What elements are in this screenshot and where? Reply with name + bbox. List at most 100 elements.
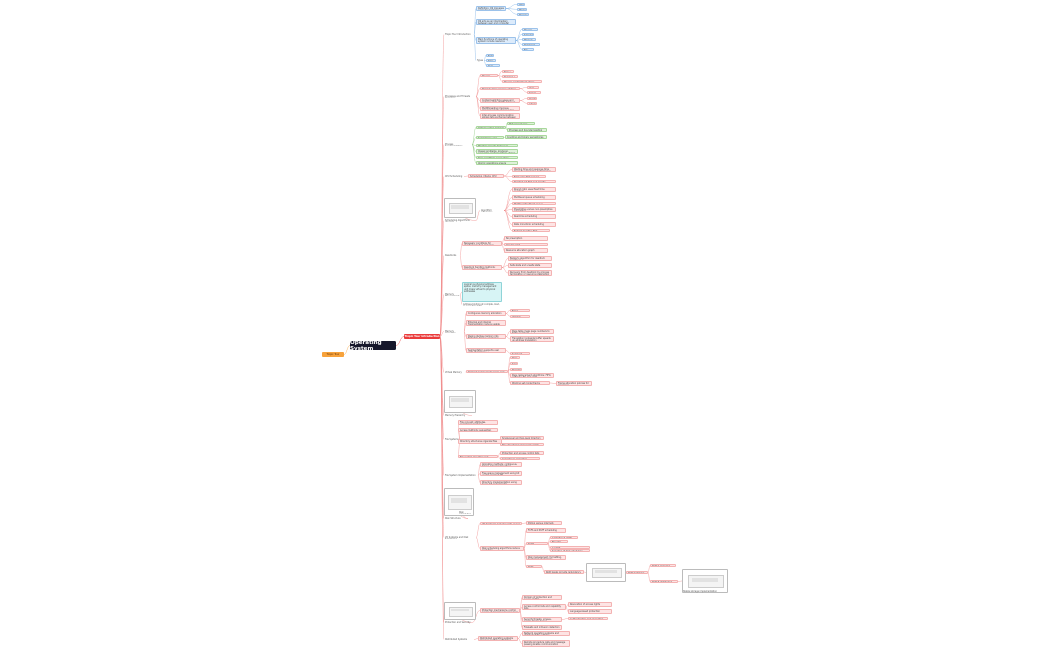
topic-node[interactable]: Demand paging loads pages only when need… bbox=[466, 370, 508, 374]
topic-node[interactable]: Selection of disk scheduling algorithm d… bbox=[550, 549, 590, 553]
topic-node[interactable]: Real-time scheduling bbox=[512, 214, 556, 219]
topic-node[interactable]: Context switching saves and restores sta… bbox=[480, 98, 520, 103]
topic-node[interactable]: Scheduling Algorithms diagram bbox=[445, 219, 470, 222]
topic-node[interactable]: Safe state and unsafe state bbox=[508, 263, 552, 268]
topic-node[interactable]: Access methods: sequential, direct and i… bbox=[458, 428, 498, 432]
topic-node[interactable]: No preemption bbox=[504, 236, 548, 241]
topic-node[interactable]: Protection and access control lists bbox=[500, 451, 544, 455]
topic-node[interactable]: Disk management: formatting, boot block,… bbox=[526, 555, 566, 560]
topic-node[interactable]: Network operating systems and distribute… bbox=[522, 631, 570, 636]
topic-node[interactable]: Consistency semantics bbox=[500, 457, 540, 461]
side-topic-node[interactable]: Tropic Tour bbox=[322, 352, 344, 357]
topic-node[interactable]: Memory Allocation bbox=[445, 330, 456, 333]
topic-node[interactable]: Firewalls and intrusion detection bbox=[522, 625, 562, 630]
topic-node[interactable]: New / Ready bbox=[502, 70, 514, 74]
topic-image[interactable] bbox=[444, 602, 476, 620]
topic-node[interactable]: Mutual exclusion bbox=[507, 122, 535, 126]
topic-node[interactable]: Latency bbox=[527, 102, 537, 106]
topic-node[interactable]: Algorithm categories bbox=[481, 209, 492, 212]
topic-node[interactable]: Shortest job first and priority scheduli… bbox=[512, 180, 556, 184]
topic-node[interactable]: RAID levels provide redundancy and perfo… bbox=[544, 570, 584, 574]
topic-image[interactable] bbox=[444, 488, 474, 516]
topic-node[interactable]: Thrashing bbox=[510, 368, 522, 372]
topic-node[interactable]: Contiguous memory allocation bbox=[466, 311, 506, 316]
topic-node[interactable]: User threads bbox=[527, 86, 539, 90]
topic-node[interactable]: Monitors provide high-level synchronizat… bbox=[476, 144, 518, 148]
topic-node[interactable]: First-come first-served bbox=[512, 175, 546, 179]
topic-node[interactable]: Allocation methods: contiguous, linked, … bbox=[480, 462, 522, 467]
topic-node[interactable]: Logical vs physical address space; memor… bbox=[462, 282, 502, 302]
topic-node[interactable]: Disk scheduling bbox=[459, 511, 471, 514]
topic-node[interactable]: Necessary conditions for deadlock: mutua… bbox=[462, 241, 502, 246]
topic-node[interactable]: RAID 0 striping bbox=[626, 571, 648, 575]
topic-node[interactable]: Counting and binary semaphores used to c… bbox=[505, 135, 547, 139]
topic-node[interactable]: Waiting time and response time measure s… bbox=[512, 167, 556, 172]
topic-node[interactable]: Semaphores and mutex locks bbox=[476, 136, 504, 140]
topic-node[interactable]: Memory control bbox=[522, 38, 536, 42]
topic-node[interactable]: Disk Structure bbox=[445, 517, 461, 520]
topic-node[interactable]: Paging divides memory into fixed-size fr… bbox=[466, 334, 506, 339]
topic-node[interactable]: Distributed operating systems manage mul… bbox=[478, 636, 518, 641]
topic-node[interactable]: Virtual Memory bbox=[445, 371, 462, 374]
topic-node[interactable]: Segmentation supports user view of memor… bbox=[466, 348, 506, 353]
topic-node[interactable]: Multilevel queue scheduling bbox=[512, 195, 556, 200]
topic-node[interactable]: Resource allocation graph bbox=[504, 248, 548, 253]
topic-image[interactable] bbox=[586, 563, 626, 582]
topic-node[interactable]: C-SCAN and LOOK variations bbox=[550, 536, 578, 540]
topic-node[interactable]: Stable storage implementation bbox=[683, 590, 717, 593]
topic-node[interactable]: Circular wait bbox=[504, 243, 548, 247]
topic-node[interactable]: CPU bbox=[517, 3, 525, 7]
topic-node[interactable]: Round robin uses fixed time quantum bbox=[512, 187, 556, 192]
topic-node[interactable]: File concept: attributes, operations and… bbox=[458, 420, 498, 425]
topic-node[interactable]: External and internal fragmentation redu… bbox=[466, 320, 506, 326]
main-branch-node[interactable]: Tropic Tour Introduction bbox=[404, 334, 440, 339]
topic-node[interactable]: Directory implementation using linear li… bbox=[480, 480, 522, 485]
topic-node[interactable]: Polling versus interrupt-driven I/O bbox=[526, 521, 562, 525]
topic-node[interactable]: Threads share process address space and … bbox=[480, 87, 520, 91]
topic-node[interactable]: Address binding at compile, load, or exe… bbox=[463, 303, 500, 306]
topic-node[interactable]: Single-level and two-level directory bbox=[500, 436, 544, 440]
topic-node[interactable]: Deadlocks bbox=[445, 254, 457, 257]
topic-node[interactable]: Types bbox=[477, 59, 484, 62]
topic-node[interactable]: Protection and Security bbox=[445, 621, 471, 624]
topic-node[interactable]: FCFS and SSTF scheduling bbox=[526, 528, 566, 533]
topic-node[interactable]: Scheduling bbox=[522, 33, 534, 37]
topic-node[interactable]: Disk scheduling algorithms reduce seek t… bbox=[480, 546, 524, 551]
topic-node[interactable]: RAID 1 mirroring bbox=[650, 564, 676, 568]
topic-node[interactable]: Frame allocation policies for processes bbox=[556, 381, 592, 386]
topic-node[interactable]: Translation lookaside buffer speeds up a… bbox=[510, 336, 554, 342]
topic-node[interactable]: Batch bbox=[486, 54, 494, 58]
topic-node[interactable]: Inter-process communication allows data … bbox=[480, 113, 520, 119]
topic-node[interactable]: CPU Scheduling bbox=[445, 175, 463, 178]
topic-node[interactable]: OS acts as an intermediary between user … bbox=[476, 19, 516, 25]
topic-node[interactable]: Multilevel feedback queue bbox=[512, 202, 556, 206]
topic-node[interactable]: Page replacement algorithms: FIFO, optim… bbox=[510, 373, 554, 378]
topic-node[interactable]: RAID bbox=[526, 565, 542, 569]
topic-node[interactable]: Page fault bbox=[510, 356, 520, 360]
topic-node[interactable]: Progress and bounded waiting requirement… bbox=[507, 128, 547, 132]
topic-node[interactable]: Segment table bbox=[510, 352, 530, 356]
topic-image[interactable] bbox=[444, 390, 476, 413]
topic-node[interactable]: Main functions of operating system inclu… bbox=[476, 37, 516, 44]
topic-node[interactable]: Banker's algorithm for deadlock avoidanc… bbox=[508, 256, 552, 261]
topic-node[interactable]: Kernel threads bbox=[527, 91, 541, 95]
topic-node[interactable]: Authentication and encryption techniques bbox=[568, 617, 608, 621]
topic-node[interactable]: Peripheral management bbox=[522, 43, 540, 47]
root-node[interactable]: Operating System bbox=[350, 340, 396, 352]
topic-node[interactable]: Language-based protection bbox=[568, 609, 612, 614]
topic-node[interactable]: Definition: OS manages computer hardware… bbox=[476, 6, 506, 11]
topic-node[interactable]: Swap bbox=[510, 362, 518, 366]
topic-node[interactable]: Process Synchronization bbox=[445, 143, 463, 146]
topic-node[interactable]: Deadlock handling methods: prevention, a… bbox=[462, 265, 502, 270]
topic-node[interactable]: Fixed partitions bbox=[510, 309, 530, 313]
topic-node[interactable]: Overhead bbox=[527, 97, 537, 101]
topic-node[interactable]: Domain of protection and access matrix bbox=[522, 595, 562, 600]
topic-node[interactable]: File Systems bbox=[445, 438, 459, 441]
topic-node[interactable]: Scheduling criteria: CPU utilization, th… bbox=[468, 174, 504, 178]
topic-node[interactable]: Tree-structured and acyclic-graph direct… bbox=[500, 443, 544, 447]
topic-node[interactable]: I/O Systems and Disk Scheduling bbox=[445, 536, 469, 539]
topic-node[interactable]: Multithreading improves responsiveness a… bbox=[480, 106, 520, 111]
topic-image[interactable] bbox=[682, 569, 728, 593]
topic-node[interactable]: Real-time system bbox=[486, 64, 500, 68]
topic-node[interactable]: Process states bbox=[480, 74, 498, 78]
